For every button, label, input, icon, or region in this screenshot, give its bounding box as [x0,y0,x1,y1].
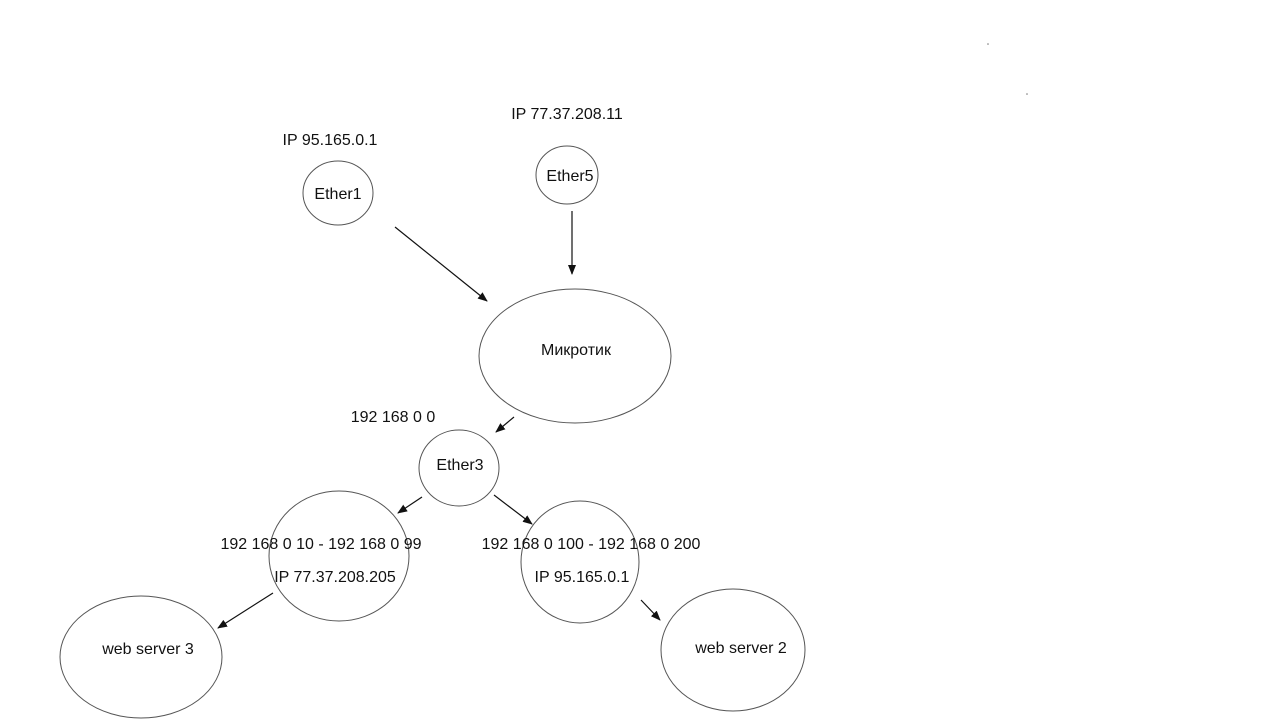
left-subnet-range-label: 192 168 0 10 - 192 168 0 99 [220,536,421,553]
left-subnet-ip-label: IP 77.37.208.205 [274,569,396,586]
web-server-3-label: web server 3 [101,641,194,658]
ether3-label: Ether3 [436,457,483,474]
ether5-node [535,145,599,205]
ether3-network-label: 192 168 0 0 [351,409,436,426]
ether1-ip-label: IP 95.165.0.1 [283,132,378,149]
edge-left-subnet-web-server-3 [217,592,274,629]
ether5-label: Ether5 [546,168,593,185]
ether3-node [418,429,500,507]
web-server-3-node [59,595,223,719]
web-server-2-label: web server 2 [694,640,787,657]
router-node [478,288,672,424]
right-subnet-range-label: 192 168 0 100 - 192 168 0 200 [482,536,701,553]
ether1-node [302,160,374,226]
edge-ether3-left-subnet [397,496,423,514]
right-subnet-node [520,500,640,624]
ether5-ip-label: IP 77.37.208.11 [511,106,623,123]
stray-dot [1026,93,1028,95]
right-subnet-ip-label: IP 95.165.0.1 [535,569,630,586]
edge-router-ether3 [495,416,515,433]
edge-right-subnet-web-server-2 [640,599,661,621]
web-server-2-node [660,588,806,712]
edge-ether1-router [394,226,488,302]
stray-dot [987,43,989,45]
left-subnet-node [268,490,410,622]
ether1-label: Ether1 [314,186,361,203]
router-label: Микротик [541,342,612,359]
edge-ether3-right-subnet [493,494,533,525]
